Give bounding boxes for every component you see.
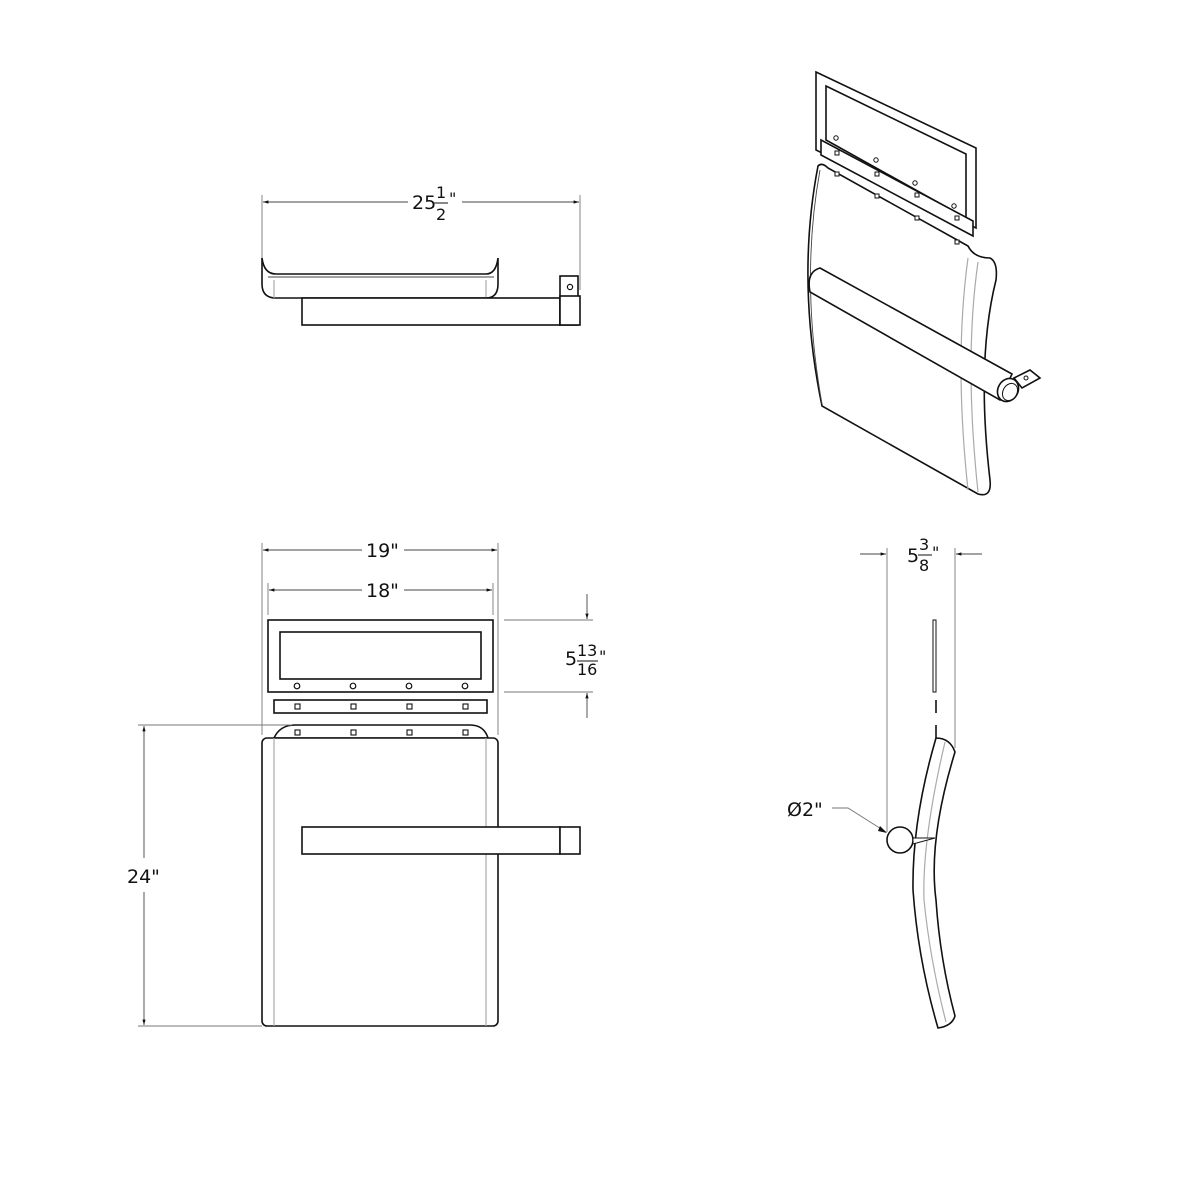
bar-diameter-label: Ø2" xyxy=(787,799,823,821)
overall-width-label: 19" xyxy=(366,540,399,562)
isometric-view xyxy=(807,70,1042,496)
frame-height-dimension: 5 13 16 " xyxy=(565,641,606,679)
top-width-dimension: 25 1 2 " xyxy=(412,183,456,224)
frame-height-whole: 5 xyxy=(565,648,577,670)
panel-height-label: 24" xyxy=(127,866,160,888)
frame-width-label: 18" xyxy=(366,580,399,602)
top-width-den: 2 xyxy=(436,205,446,224)
depth-dimension: 5 3 8 " xyxy=(907,535,939,575)
depth-den: 8 xyxy=(919,556,929,575)
depth-whole: 5 xyxy=(907,545,919,567)
frame-height-unit: " xyxy=(599,647,606,666)
side-view: 5 3 8 " Ø2" xyxy=(787,535,982,1029)
frame-height-num: 13 xyxy=(577,641,597,660)
depth-num: 3 xyxy=(919,535,929,554)
top-view: 25 1 2 " xyxy=(261,183,581,326)
top-width-num: 1 xyxy=(436,183,446,202)
depth-unit: " xyxy=(932,543,939,562)
top-width-whole: 25 xyxy=(412,192,436,214)
front-view: 19" 18" 5 13 16 " xyxy=(127,540,606,1027)
frame-height-den: 16 xyxy=(577,660,597,679)
top-width-unit: " xyxy=(449,189,456,208)
